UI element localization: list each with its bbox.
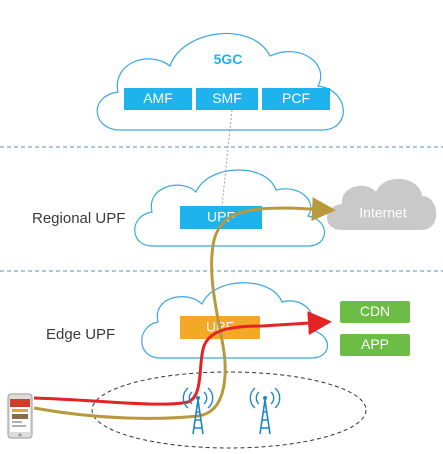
smf-upf-control-link: [221, 109, 233, 207]
antenna-tower-icon: [249, 387, 281, 435]
svg-text:AMF: AMF: [143, 90, 173, 106]
internet-cloud: [327, 178, 437, 230]
cdn-box: CDN: [340, 301, 410, 323]
internet-label: Internet: [359, 205, 407, 221]
smartphone-icon: [7, 393, 33, 439]
internet-traffic-path: [33, 197, 336, 420]
edge-traffic-path: [33, 311, 332, 406]
svg-text:APP: APP: [361, 336, 389, 352]
edge-label: Edge UPF: [46, 326, 115, 343]
coverage-area: [91, 371, 367, 449]
core-title: 5GC: [214, 51, 243, 67]
amf-box: AMF: [124, 88, 192, 110]
pcf-box: PCF: [262, 88, 330, 110]
regional-label: Regional UPF: [32, 210, 125, 227]
core-cloud: [96, 32, 344, 131]
smf-box: SMF: [196, 88, 258, 110]
svg-text:SMF: SMF: [212, 90, 242, 106]
antenna-tower-icon: [182, 387, 214, 435]
svg-text:UPF: UPF: [207, 209, 235, 225]
svg-text:CDN: CDN: [360, 303, 390, 319]
svg-text:PCF: PCF: [282, 90, 310, 106]
app-box: APP: [340, 334, 410, 356]
